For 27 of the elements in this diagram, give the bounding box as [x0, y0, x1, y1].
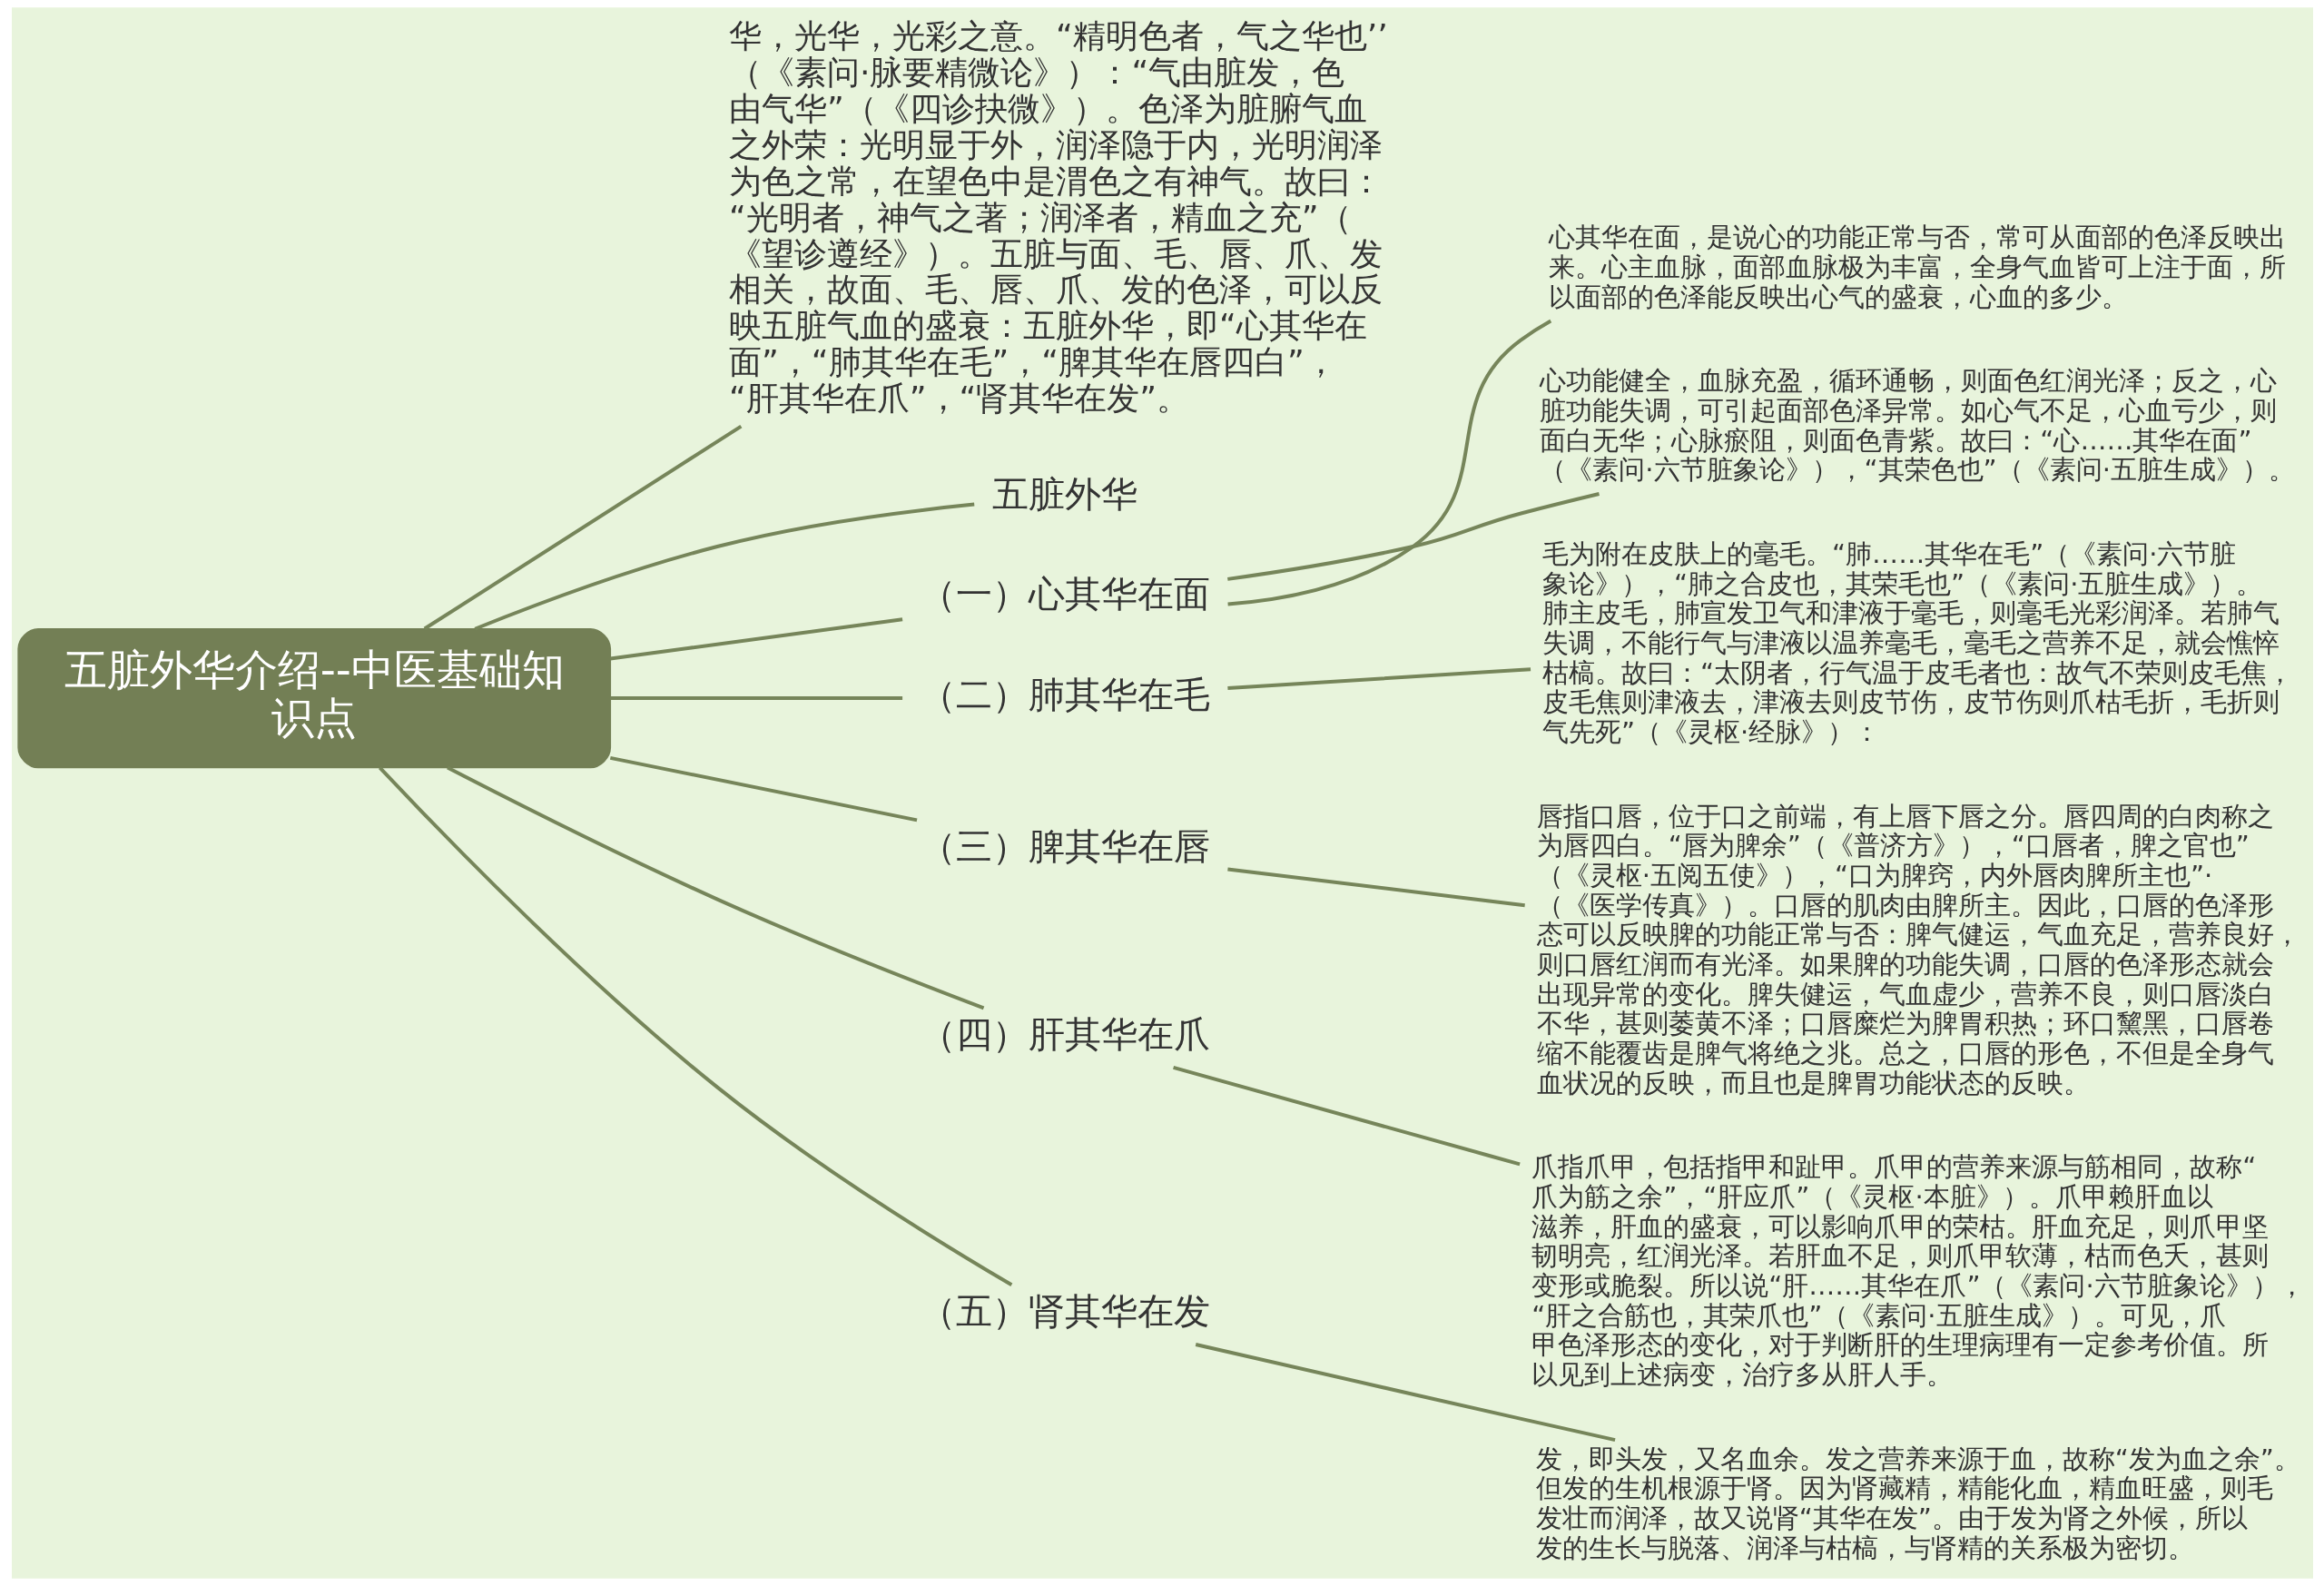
node-text: （五）肾其华在发	[919, 1290, 1210, 1333]
connector	[446, 765, 984, 1010]
node-text: 五脏外华	[991, 472, 1137, 515]
node-text: （二）肺其华在毛	[919, 674, 1210, 716]
connector	[1226, 319, 1551, 606]
node-text: 华，光华，光彩之意。“精明色者，气之华也’’（《素问·脉要精微论》）：“气由脏发，色由气华”（《四诊抉微》）。色泽为脏腑气血之外荣：光明显于外，润泽隐于内，光明润泽为色之常，在望色中是渭色之有神气。故曰：“光明者，神气之著；润泽者，精血之充”（《望诊遵经》）。五脏与面、毛、唇、爪、发相关，故面、毛、唇、爪、发的色泽，可以反映五脏气血的盛衰：五脏外华，即“心其华在面”，“肺其华在毛”，“脾其华在唇四白”，“肝其华在爪”，“肾其华在发”。	[728, 15, 1388, 419]
connector	[1195, 1343, 1615, 1443]
connector	[609, 696, 902, 701]
node-box: 五脏外华介绍--中医基础知识点	[16, 627, 611, 769]
connector	[1226, 867, 1525, 908]
connector	[609, 755, 917, 823]
node-text: （三）脾其华在唇	[919, 825, 1210, 868]
node-text: 心功能健全，血脉充盈，循环通畅，则面色红润光泽；反之，心脏功能失调，可引起面部色泽异常。如心气不足，心血亏少，则面白无华；心脉瘀阻，则面色青紫。故曰：“心……其华在面”（《素问·六节脏象论》），“其荣色也”（《素问·五脏生成》）。	[1539, 365, 2295, 486]
node-text: 心其华在面，是说心的功能正常与否，常可从面部的色泽反映出来。心主血脉，面部血脉极为丰富，全身气血皆可上注于面，所以面部的色泽能反映出心气的盛衰，心血的多少。	[1548, 222, 2286, 312]
connector	[609, 617, 902, 661]
connector	[1226, 492, 1600, 581]
node-text: 发，即头发，又名血余。发之营养来源于血，故称“发为血之余”。但发的生机根源于肾。因为肾藏精，精能化血，精血旺盛，则毛发壮而润泽，故又说肾“其华在发”。由于发为肾之外候，所以发的生长与脱落、润泽与枯槁，与肾精的关系极为密切。	[1535, 1443, 2300, 1563]
node-text: （四）肝其华在爪	[919, 1013, 1210, 1056]
connector	[378, 766, 1012, 1286]
connector	[1172, 1066, 1521, 1167]
node-text: 爪指爪甲，包括指甲和趾甲。爪甲的营养来源与筋相同，故称“爪为筋之余”，“肝应爪”（《灵枢·本脏》）。爪甲赖肝血以滋养，肝血的盛衰，可以影响爪甲的荣枯。肝血充足，则爪甲坚韧明亮，红润光泽。若肝血不足，则爪甲软薄，枯而色夭，甚则变形或脆裂。所以说“肝……其华在爪”（《素问·六节脏象论》），“肝之合筋也，其荣爪也”（《素问·五脏生成》）。可见，爪甲色泽形态的变化，对于判断肝的生理病理有一定参考价值。所以见到上述病变，治疗多从肝人手。	[1531, 1151, 2305, 1391]
node-text: 毛为附在皮肤上的毫毛。“肺……其华在毛”（《素问·六节脏象论》），“肺之合皮也，其荣毛也”（《素问·五脏生成》）。肺主皮毛，肺宣发卫气和津液于毫毛，则毫毛光彩润泽。若肺气失调，不能行气与津液以温养毫毛，毫毛之营养不足，就会憔悴枯槁。故曰：“太阴者，行气温于皮毛者也：故气不荣则皮毛焦，皮毛焦则津液去，津液去则皮节伤，皮节伤则爪枯毛折，毛折则气先死”（《灵枢·经脉》）：	[1541, 537, 2293, 747]
connector	[1226, 667, 1531, 691]
node-text: （一）心其华在面	[919, 573, 1210, 616]
connector	[473, 502, 974, 631]
node-text: 唇指口唇，位于口之前端，有上唇下唇之分。唇四周的白肉称之为唇四白。“唇为脾余”（《普济方》），“口唇者，脾之官也”（《灵枢·五阅五使》），“口为脾窍，内外唇肉脾所主也”·（《医学传真》）。口唇的肌肉由脾所主。因此，口唇的色泽形态可以反映脾的功能正常与否：脾气健运，气血充足，营养良好，则口唇红润而有光泽。如果脾的功能失调，口唇的色泽形态就会出现异常的变化。脾失健运，气血虚少，营养不良，则口唇淡白不华，甚则萎黄不泽；口唇糜烂为脾胃积热；环口黧黑，口唇卷缩不能覆齿是脾气将绝之兆。总之，口唇的形色，不但是全身气血状况的反映，而且也是脾胃功能状态的反映。	[1536, 800, 2300, 1098]
connector	[423, 424, 742, 631]
